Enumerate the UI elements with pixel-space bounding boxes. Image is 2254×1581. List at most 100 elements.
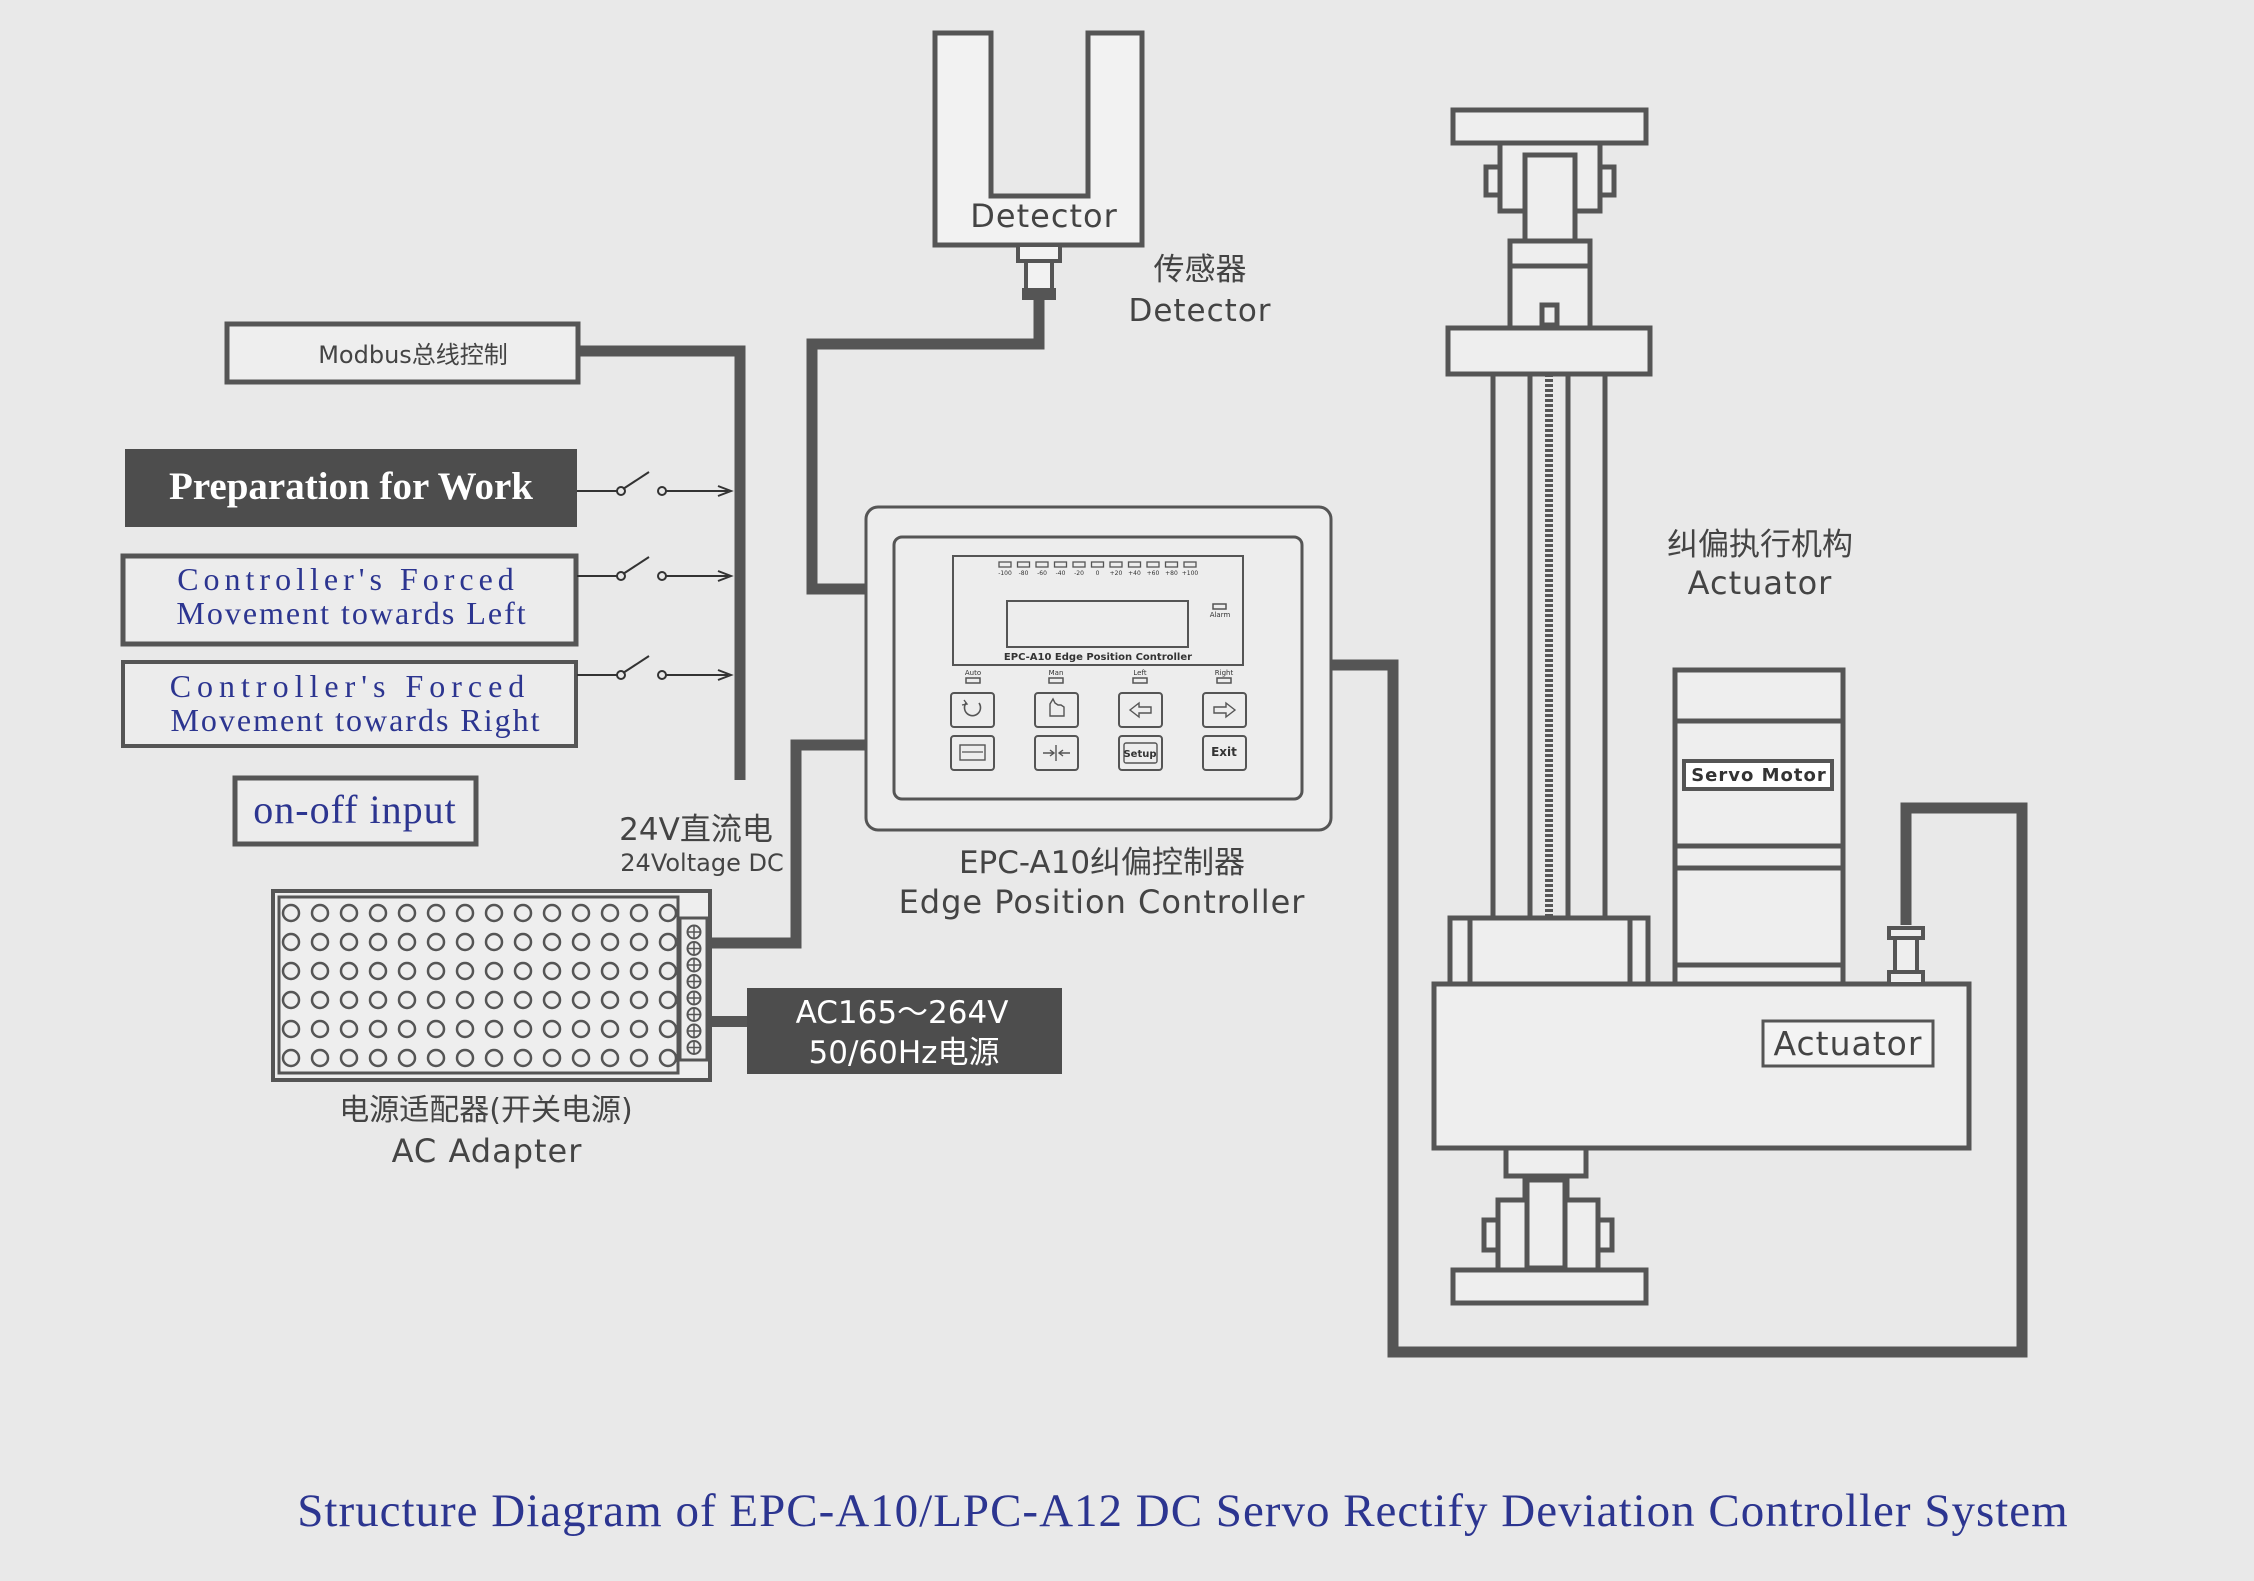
vent-hole	[484, 1048, 504, 1068]
top-bearing-right-ear	[1597, 164, 1617, 198]
vent-hole	[339, 990, 359, 1010]
vent-hole	[658, 1019, 678, 1039]
preparation-box	[125, 449, 577, 527]
servo-label: Servo Motor	[1691, 765, 1827, 786]
scale-label: +40	[1128, 570, 1141, 577]
top-bearing-left-ear	[1483, 164, 1503, 198]
vent-hole	[513, 1019, 533, 1039]
onoff-box	[232, 775, 479, 847]
right-button[interactable]	[1202, 692, 1247, 728]
servo-motor	[1672, 667, 1846, 987]
manual-button[interactable]	[1034, 692, 1079, 728]
vent-hole	[542, 903, 562, 923]
vent-hole	[281, 903, 301, 923]
power-block: 24V直流电 24Voltage DC AC165～264V 50/60Hz电源…	[271, 812, 1062, 1170]
vent-hole	[368, 1048, 388, 1068]
vent-hole	[571, 990, 591, 1010]
detector-stem-lower	[1024, 259, 1054, 293]
center-button[interactable]	[1034, 735, 1079, 771]
vent-hole	[368, 961, 388, 981]
bottom-plate	[1450, 1267, 1649, 1306]
scale-led	[998, 561, 1012, 568]
preparation-block: Preparation for Work	[125, 449, 577, 527]
setup-button[interactable]	[1118, 735, 1163, 771]
switch-forced-left	[577, 556, 734, 582]
vent-hole	[658, 990, 678, 1010]
actuator-top-mount	[1445, 107, 1653, 377]
exit-button[interactable]	[1202, 735, 1247, 771]
wiring	[578, 292, 2028, 1358]
bottom-bearing-left-ear	[1481, 1217, 1501, 1253]
bottom-shaft-inner	[1524, 1177, 1568, 1271]
ac-input-line1: AC165～264V	[796, 995, 1009, 1031]
wire-controller-actuator	[1331, 659, 2028, 1358]
vent-hole	[426, 961, 446, 981]
mode-auto-led	[965, 677, 981, 684]
scale-led	[1183, 561, 1197, 568]
onoff-label: on-off input	[253, 787, 456, 832]
diagram-title: Structure Diagram of EPC-A10/LPC-A12 DC …	[297, 1485, 2068, 1537]
terminal-screws	[686, 924, 702, 1055]
wire-modbus-bus	[578, 345, 746, 780]
vent-hole	[426, 990, 446, 1010]
vent-hole	[310, 932, 330, 952]
onoff-block: on-off input	[232, 775, 479, 847]
scale-label: +60	[1147, 570, 1160, 577]
left-button[interactable]	[1118, 692, 1163, 728]
actuator-caption-cn: 纠偏执行机构	[1667, 527, 1853, 563]
terminal-screw	[686, 1007, 702, 1022]
scale-led	[1035, 561, 1049, 568]
scale-led	[1109, 561, 1123, 568]
vent-hole	[571, 932, 591, 952]
terminal-screw	[686, 1023, 702, 1039]
controller-outer	[864, 505, 1333, 832]
vent-hole	[542, 1019, 562, 1039]
bottom-bearing-right-ear	[1595, 1217, 1615, 1253]
controller-model-label: EPC-A10 Edge Position Controller	[1004, 652, 1192, 663]
terminal-screw	[686, 974, 702, 989]
detector-stem	[1016, 243, 1062, 263]
vent-hole	[571, 1019, 591, 1039]
actuator: 纠偏执行机构 Actuator	[1431, 107, 1972, 1306]
forced-left-line1: Controller's Forced	[177, 561, 519, 597]
vent-hole	[658, 961, 678, 981]
scale-label: -80	[1019, 570, 1029, 577]
bottom-collar	[1503, 1145, 1589, 1179]
vent-hole	[281, 932, 301, 952]
top-bolt	[1539, 302, 1560, 328]
scale-label: -100	[998, 570, 1012, 577]
mode-left-label: Left	[1133, 669, 1146, 677]
dc-label-cn: 24V直流电	[619, 812, 773, 848]
vent-hole	[629, 932, 649, 952]
controller-buttons	[950, 692, 1247, 771]
actuator-box-label-frame	[1761, 1019, 1935, 1068]
top-plate	[1450, 107, 1649, 146]
scale-led	[1127, 561, 1142, 568]
rotate-icon	[963, 702, 982, 717]
mode-left-led	[1132, 677, 1148, 684]
vent-hole	[600, 903, 620, 923]
ac-connector	[710, 1016, 747, 1027]
actuator-column	[1490, 374, 1608, 920]
vent-hole	[484, 961, 504, 981]
vent-hole	[658, 903, 678, 923]
vent-hole	[542, 1048, 562, 1068]
controller-display-panel	[952, 555, 1244, 666]
wire-detector-controller	[806, 292, 1045, 595]
terminal-screw	[686, 957, 702, 973]
width-button[interactable]	[950, 735, 995, 771]
scale-label: -40	[1056, 570, 1066, 577]
vent-hole	[600, 1019, 620, 1039]
vent-hole	[484, 903, 504, 923]
vent-hole	[484, 932, 504, 952]
controller-caption-cn: EPC-A10纠偏控制器	[959, 845, 1245, 881]
vent-hole	[629, 990, 649, 1010]
detector: Detector 传感器 Detector	[932, 30, 1271, 329]
vent-hole	[339, 932, 359, 952]
dc-label-en: 24Voltage DC	[620, 849, 783, 877]
mode-man-label: Man	[1049, 669, 1064, 677]
scale-label: -60	[1037, 570, 1047, 577]
auto-button[interactable]	[950, 692, 995, 728]
vent-hole	[571, 961, 591, 981]
vent-hole	[310, 903, 330, 923]
